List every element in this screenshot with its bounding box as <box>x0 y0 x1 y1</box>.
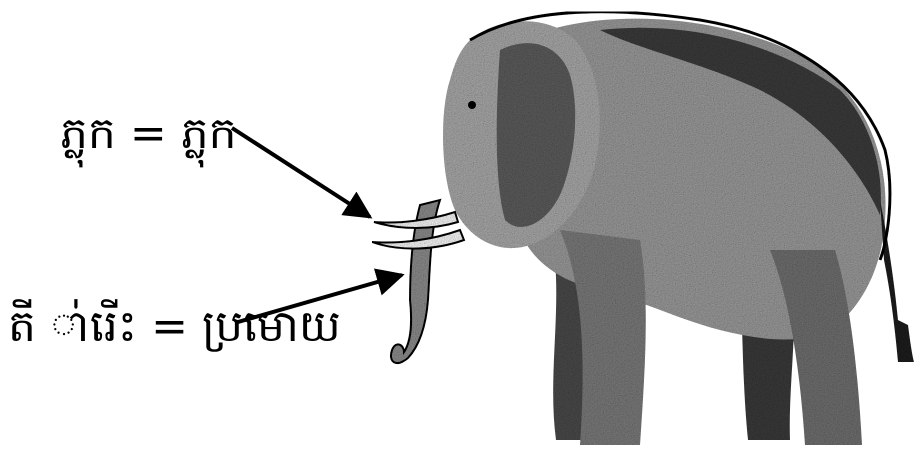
trunk-label: តី ា់រើះ = ប្រមោយ <box>8 305 341 349</box>
tusk-pointer-arrow <box>232 128 370 217</box>
elephant-tail <box>880 200 914 362</box>
elephant-tusk <box>374 212 458 228</box>
tusk-label: ភ្លុក = ភ្លុក <box>60 112 237 156</box>
elephant-illustration <box>372 12 914 445</box>
elephant-eye <box>468 101 476 109</box>
